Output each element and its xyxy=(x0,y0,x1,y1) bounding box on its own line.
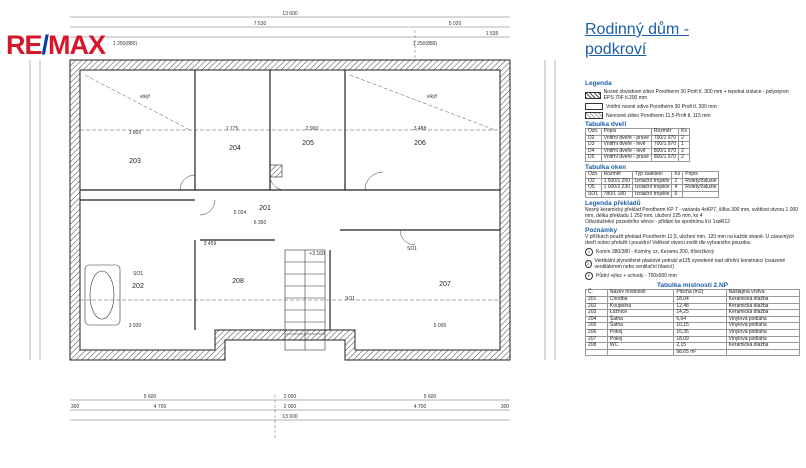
room-205: 205 xyxy=(302,140,314,147)
svg-text:vikýř: vikýř xyxy=(140,94,151,100)
svg-text:5 024: 5 024 xyxy=(234,210,247,216)
lintel-p6: Nosný keramický překlad Porotherm KP 7 -… xyxy=(585,207,799,220)
svg-text:3 488: 3 488 xyxy=(414,126,427,132)
svg-text:5 600: 5 600 xyxy=(144,394,157,400)
svg-text:1 250(880): 1 250(880) xyxy=(413,41,438,47)
svg-text:6 360: 6 360 xyxy=(254,220,267,226)
room-207: 207 xyxy=(439,281,451,288)
rooms-total: 98,65 m² xyxy=(673,348,727,357)
bathtub xyxy=(84,264,121,326)
svg-text:SO1: SO1 xyxy=(345,296,355,302)
svg-text:1 775: 1 775 xyxy=(226,126,239,132)
note-3: Půdní výlez + schody - 700x900 mm xyxy=(596,273,677,280)
legend-wall-3: Nenosné zdivo Porotherm 11,5 Profi tl. 1… xyxy=(606,112,711,119)
windows-title: Tabulka oken xyxy=(585,163,627,171)
svg-text:5 020: 5 020 xyxy=(449,21,462,27)
remax-logo: RE/MAX xyxy=(6,30,106,60)
svg-text:3 800: 3 800 xyxy=(129,130,142,136)
note-1: Komín 380/380 - Komíny cz, Keramo 200, t… xyxy=(596,249,715,256)
page-title: Rodinný dům - podkroví xyxy=(585,20,689,60)
svg-text:2 900: 2 900 xyxy=(306,126,319,132)
svg-text:13 600: 13 600 xyxy=(282,11,298,17)
svg-text:1 250(880): 1 250(880) xyxy=(113,41,138,47)
chimney xyxy=(269,164,283,178)
title-line1: Rodinný dům - xyxy=(585,21,690,38)
svg-text:SO1: SO1 xyxy=(133,271,143,277)
svg-text:300: 300 xyxy=(71,404,80,410)
legend-panel: Legenda Nosné obvodové zdivo Porotherm 3… xyxy=(585,80,801,357)
svg-text:4 700: 4 700 xyxy=(154,404,167,410)
svg-text:13 600: 13 600 xyxy=(282,414,298,420)
legend-wall-1: Nosné obvodové zdivo Porotherm 30 Profi … xyxy=(603,89,789,101)
svg-text:5 600: 5 600 xyxy=(424,394,437,400)
lintel-p8: Odvzdušnění pozedního věnce - přidání ke… xyxy=(585,219,731,226)
notes-title: Poznámky xyxy=(585,227,618,235)
svg-text:300: 300 xyxy=(501,404,510,410)
legend-title: Legenda xyxy=(585,80,612,87)
room-203: 203 xyxy=(129,158,141,165)
room-202: 202 xyxy=(132,283,144,290)
svg-text:2 000: 2 000 xyxy=(284,394,297,400)
stairs xyxy=(284,249,326,351)
room-204: 204 xyxy=(229,145,241,152)
svg-text:4 700: 4 700 xyxy=(414,404,427,410)
note-0: V příčkách použit překlad Porotherm 11,5… xyxy=(585,234,795,247)
rooms-title: Tabulka místností 2.NP xyxy=(656,282,729,290)
legend-wall-2: Vnitřní nosné zdivo Porotherm 30 Profi t… xyxy=(606,103,717,110)
svg-text:2 000: 2 000 xyxy=(284,404,297,410)
svg-text:vikýř: vikýř xyxy=(427,94,438,100)
svg-text:SO1: SO1 xyxy=(407,246,417,252)
lintels-title: Legenda překladů xyxy=(585,200,641,208)
room-201: 201 xyxy=(259,205,271,212)
svg-text:1 535: 1 535 xyxy=(486,31,499,37)
exterior-walls xyxy=(69,59,511,361)
note-2: Vertikální plynotěsné plastové potrubí ø… xyxy=(594,258,786,271)
svg-text:3 930: 3 930 xyxy=(129,323,142,329)
svg-text:7 530: 7 530 xyxy=(254,21,267,27)
room-206: 206 xyxy=(414,140,426,147)
svg-text:+3.160: +3.160 xyxy=(309,251,325,257)
doors-title: Tabulka dveří xyxy=(585,121,627,128)
room-208: 208 xyxy=(232,278,244,285)
svg-text:5 095: 5 095 xyxy=(434,323,447,329)
title-line2: podkroví xyxy=(585,41,647,58)
svg-text:3 459: 3 459 xyxy=(204,241,217,247)
